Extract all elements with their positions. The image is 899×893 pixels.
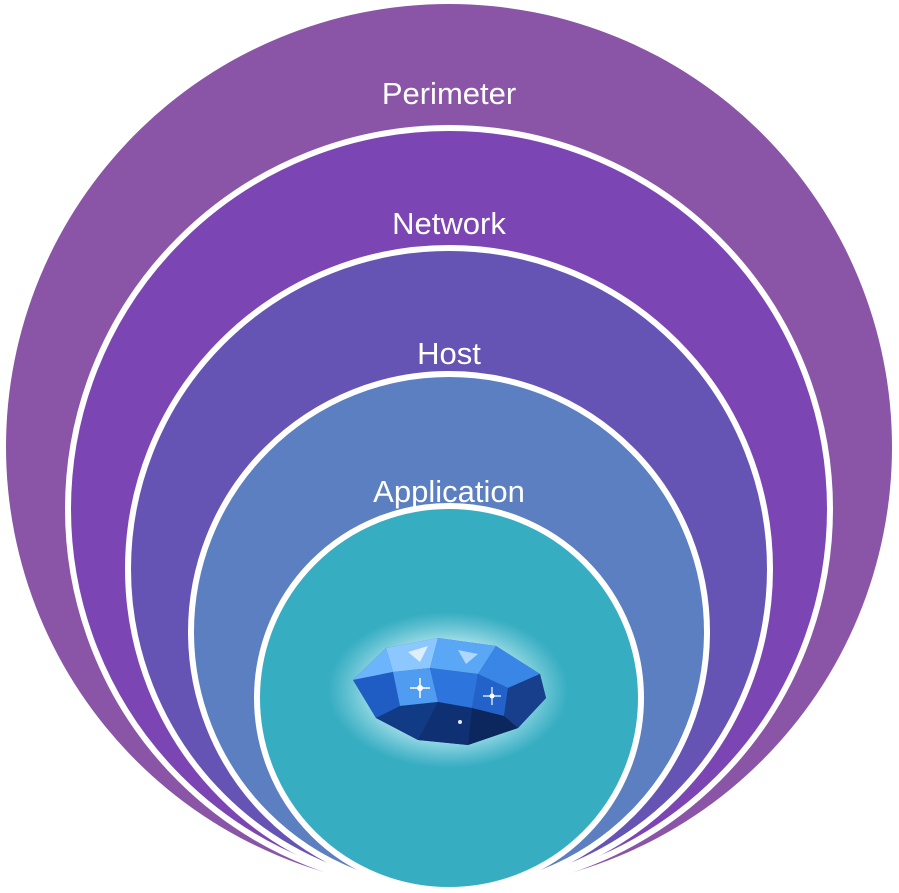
diamond-icon <box>353 638 546 745</box>
layer-perimeter-label: Perimeter <box>382 76 516 111</box>
layer-network-label: Network <box>392 206 506 241</box>
layer-host-label: Host <box>417 336 481 371</box>
